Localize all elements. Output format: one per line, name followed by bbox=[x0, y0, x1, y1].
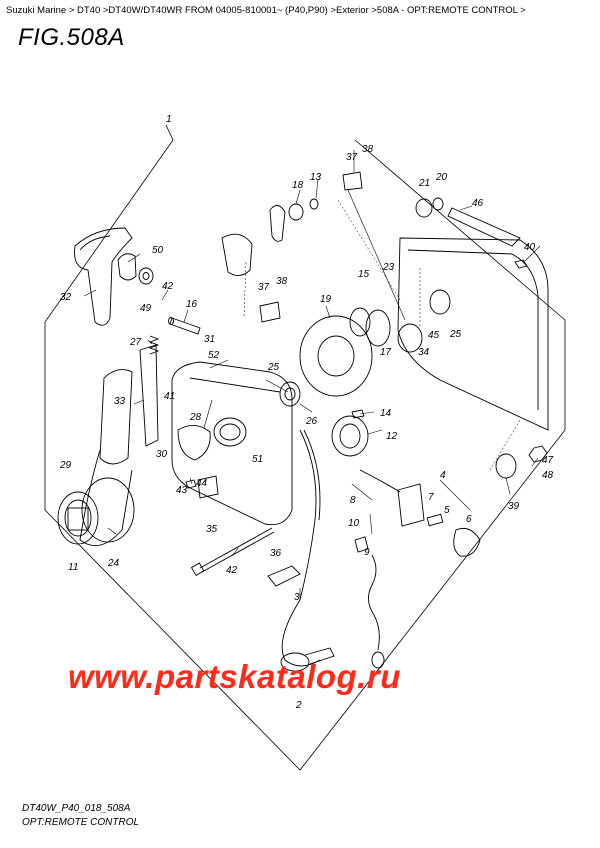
callout-42b: 42 bbox=[226, 565, 238, 576]
callout-43: 43 bbox=[176, 485, 188, 496]
callout-33: 33 bbox=[114, 396, 126, 407]
callout-19: 19 bbox=[320, 294, 332, 305]
callout-5: 5 bbox=[444, 505, 450, 516]
bracket-plate bbox=[267, 565, 301, 587]
callout-34: 34 bbox=[418, 347, 430, 358]
callout-47: 47 bbox=[542, 455, 554, 466]
nut bbox=[528, 445, 548, 463]
callout-36: 36 bbox=[270, 548, 282, 559]
callout-25a: 25 bbox=[267, 362, 280, 373]
callout-37a: 37 bbox=[346, 152, 358, 163]
callout-28: 28 bbox=[189, 412, 202, 423]
callout-26: 26 bbox=[305, 416, 318, 427]
callout-4: 4 bbox=[440, 470, 446, 481]
callout-50: 50 bbox=[152, 245, 164, 256]
callout-30: 30 bbox=[156, 449, 168, 460]
callout-52: 52 bbox=[208, 350, 220, 361]
cam-plate bbox=[177, 425, 211, 461]
callout-16: 16 bbox=[186, 299, 198, 310]
assembly-outline bbox=[44, 124, 566, 771]
callout-12: 12 bbox=[386, 431, 398, 442]
buzzer bbox=[331, 415, 369, 457]
callout-24: 24 bbox=[107, 558, 120, 569]
callout-51: 51 bbox=[252, 454, 263, 465]
callout-37b: 37 bbox=[258, 282, 270, 293]
parts-drawings bbox=[57, 171, 549, 672]
callout-29: 29 bbox=[59, 460, 72, 471]
remote-control-housing bbox=[171, 361, 293, 526]
callout-8: 8 bbox=[350, 495, 356, 506]
callout-9: 9 bbox=[364, 547, 370, 558]
watermark: www.partskatalog.ru bbox=[68, 658, 401, 695]
callout-13: 13 bbox=[310, 172, 322, 183]
callout-38b: 38 bbox=[276, 276, 288, 287]
callout-14: 14 bbox=[380, 408, 392, 419]
callout-41: 41 bbox=[164, 391, 175, 402]
callout-17: 17 bbox=[380, 347, 392, 358]
callout-49: 49 bbox=[140, 303, 152, 314]
pin bbox=[169, 317, 201, 335]
lever-bracket bbox=[139, 344, 159, 447]
callout-35: 35 bbox=[206, 524, 218, 535]
wiring-harness bbox=[281, 429, 321, 667]
callout-45: 45 bbox=[428, 330, 440, 341]
lanyard-cord bbox=[368, 554, 380, 651]
leader-lines bbox=[83, 150, 541, 600]
callout-48: 48 bbox=[542, 470, 554, 481]
cover-plate bbox=[299, 315, 373, 397]
callout-3: 3 bbox=[294, 592, 300, 603]
callout-20: 20 bbox=[435, 172, 448, 183]
callout-42a: 42 bbox=[162, 281, 174, 292]
callout-2: 2 bbox=[295, 700, 302, 711]
figure-code: DT40W_P40_018_508A bbox=[22, 803, 131, 814]
breadcrumb: Suzuki Marine > DT40 >DT40W/DT40WR FROM … bbox=[6, 5, 526, 16]
figure-title: FIG.508A bbox=[18, 24, 125, 51]
callout-40: 40 bbox=[524, 242, 536, 253]
dashed-guides bbox=[243, 199, 521, 471]
callout-46: 46 bbox=[472, 198, 484, 209]
spring bbox=[148, 335, 160, 355]
callout-39: 39 bbox=[508, 501, 520, 512]
callout-44: 44 bbox=[196, 478, 208, 489]
callout-27: 27 bbox=[129, 337, 142, 348]
callout-numbers: 1 2 3 4 5 6 7 8 9 10 11 12 13 14 15 16 1… bbox=[59, 114, 554, 711]
lever-hub bbox=[57, 491, 99, 545]
callout-38a: 38 bbox=[362, 144, 374, 155]
callout-32: 32 bbox=[60, 292, 72, 303]
callout-10: 10 bbox=[348, 518, 360, 529]
grip-cover bbox=[74, 227, 133, 326]
callout-11: 11 bbox=[68, 562, 78, 573]
switch-connector bbox=[397, 483, 425, 527]
control-lever bbox=[79, 449, 133, 547]
callout-25b: 25 bbox=[449, 329, 462, 340]
side-cover bbox=[397, 237, 549, 431]
long-bolt bbox=[199, 527, 273, 569]
callout-7: 7 bbox=[428, 492, 434, 503]
key-switch bbox=[280, 652, 310, 672]
callout-23: 23 bbox=[382, 262, 395, 273]
callout-21: 21 bbox=[418, 178, 430, 189]
washer bbox=[138, 267, 154, 285]
callout-6: 6 bbox=[466, 514, 472, 525]
callout-15: 15 bbox=[358, 269, 370, 280]
callout-1: 1 bbox=[166, 114, 172, 125]
callout-18: 18 bbox=[292, 180, 304, 191]
cap bbox=[117, 253, 137, 281]
callout-31: 31 bbox=[204, 334, 215, 345]
figure-name: OPT:REMOTE CONTROL bbox=[22, 817, 140, 828]
